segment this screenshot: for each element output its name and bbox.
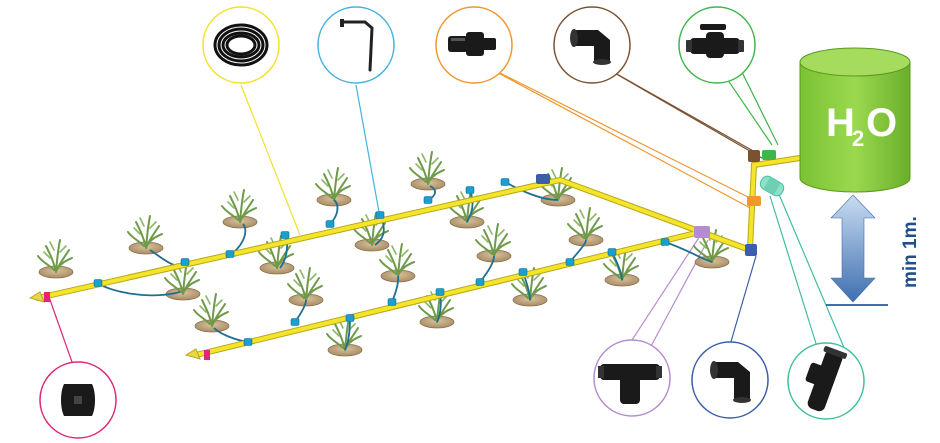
height-indicator: min 1m. bbox=[826, 194, 921, 306]
callout-end-plug bbox=[39, 361, 117, 439]
plant bbox=[315, 167, 352, 207]
plant bbox=[409, 151, 446, 191]
callout-filter bbox=[787, 342, 865, 420]
end-plug-marker bbox=[44, 292, 50, 302]
callout-elbow bbox=[553, 6, 631, 84]
pipe-end-cap-2 bbox=[184, 348, 201, 360]
end-plug-icon bbox=[61, 384, 95, 416]
callout-circles bbox=[39, 6, 865, 439]
tee-fitting-icon bbox=[598, 364, 662, 404]
main-lateral-pipe bbox=[36, 177, 752, 300]
plant bbox=[37, 239, 74, 279]
callout-adapter bbox=[435, 6, 513, 84]
adapter-marker bbox=[747, 196, 761, 206]
leader-filter bbox=[769, 195, 819, 351]
leader-pipe-elbow bbox=[729, 255, 757, 346]
inline-filter-icon bbox=[805, 346, 848, 412]
pipe-elbow-icon bbox=[710, 361, 751, 403]
supply-pipe bbox=[748, 156, 802, 252]
double-arrow-icon bbox=[830, 194, 876, 303]
callout-dripper bbox=[317, 6, 395, 84]
leader-end-plug bbox=[48, 296, 73, 363]
height-note: min 1m. bbox=[900, 216, 921, 288]
valve-marker bbox=[762, 150, 776, 160]
pipe-elbow-marker bbox=[745, 244, 757, 256]
water-tank: H 2 O bbox=[799, 47, 911, 193]
tank-label-o: O bbox=[866, 101, 897, 145]
adapter-fitting-icon bbox=[448, 32, 496, 56]
leader-adapter bbox=[473, 59, 755, 201]
tank-label-h: H bbox=[826, 101, 855, 145]
plant-field bbox=[37, 151, 730, 357]
tee-fitting-marker bbox=[694, 226, 710, 238]
pipe-end-cap bbox=[28, 291, 45, 303]
plant bbox=[193, 293, 230, 333]
plant bbox=[127, 215, 164, 255]
callout-valve bbox=[678, 6, 756, 84]
ball-valve-icon bbox=[686, 24, 744, 58]
callout-pipe-elbow bbox=[691, 341, 769, 419]
leader-hose bbox=[240, 84, 301, 236]
corner-elbow-top bbox=[536, 174, 550, 184]
end-plug-marker-2 bbox=[204, 350, 210, 360]
callout-hose bbox=[202, 6, 280, 84]
pipe-fittings bbox=[28, 150, 785, 360]
coiled-hose-icon bbox=[213, 23, 269, 67]
elbow-fitting-icon bbox=[570, 29, 611, 65]
leader-dripper bbox=[355, 84, 380, 213]
elbow-marker bbox=[748, 150, 760, 162]
leader-lines bbox=[48, 59, 846, 363]
filter-marker bbox=[759, 175, 785, 197]
tank-label-subscript: 2 bbox=[852, 126, 864, 151]
callout-tee bbox=[593, 339, 671, 417]
dripper-stake-icon bbox=[340, 19, 374, 72]
plant bbox=[221, 189, 258, 229]
leader-tee bbox=[631, 235, 701, 341]
